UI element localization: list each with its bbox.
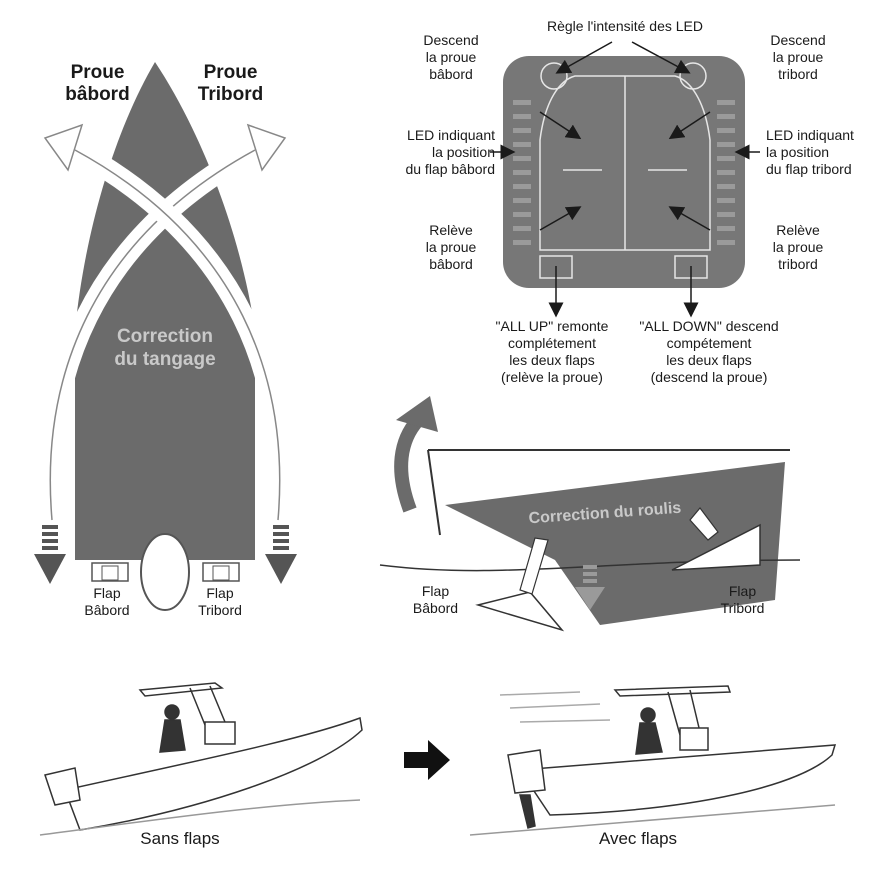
led-bars-stbd [717,100,735,245]
label-without-flaps: Sans flaps [140,829,220,848]
label-led-intensity: Règle l'intensité des LED [547,18,703,34]
label-all-up: "ALL UP" remonte complétement les deux f… [495,318,609,385]
label-flap-port: Flap Bâbord [84,585,130,618]
roll-diagram [379,396,801,632]
led-intensity-button-left [540,62,568,90]
boat-without-flaps [39,682,363,836]
label-roll-flap-port: Flap Bâbord [412,583,459,616]
roll-flap-stbd [671,523,761,571]
label-pitch-correction: Correction du tangage [114,326,216,370]
led-bars-port [513,100,531,245]
hull-top-view [34,62,297,611]
label-stbd-bow: Proue Tribord [197,62,264,105]
engine-oval [140,533,190,611]
led-intensity-button-right [679,62,707,90]
label-roll-flap-stbd: Flap Tribord [720,583,765,616]
down-arrow-left [34,525,66,584]
roll-up-arrow [394,415,424,513]
label-descend-stbd: Descend la proue tribord [770,32,826,82]
label-raise-stbd: Relève la proue tribord [772,222,824,272]
roll-hull [445,462,785,625]
label-with-flaps: Avec flaps [598,829,678,848]
boat-with-flaps [469,685,837,836]
roll-down-arrow [575,565,605,610]
label-led-port: LED indiquant la position du flap bâbord [405,127,495,177]
label-all-down: "ALL DOWN" descend compétement les deux … [639,318,779,385]
roll-flap-port [475,591,565,632]
label-flap-stbd: Flap Tribord [198,585,242,618]
panel-leaders [490,41,760,318]
label-port-bow: Proue bâbord [65,62,130,105]
label-raise-port: Relève la proue bâbord [425,222,477,272]
label-descend-port: Descend la proue bâbord [423,32,479,82]
right-arrow [404,740,450,780]
control-panel [503,56,745,288]
label-led-stbd: LED indiquant la position du flap tribor… [766,127,854,177]
down-arrow-right [265,525,297,584]
